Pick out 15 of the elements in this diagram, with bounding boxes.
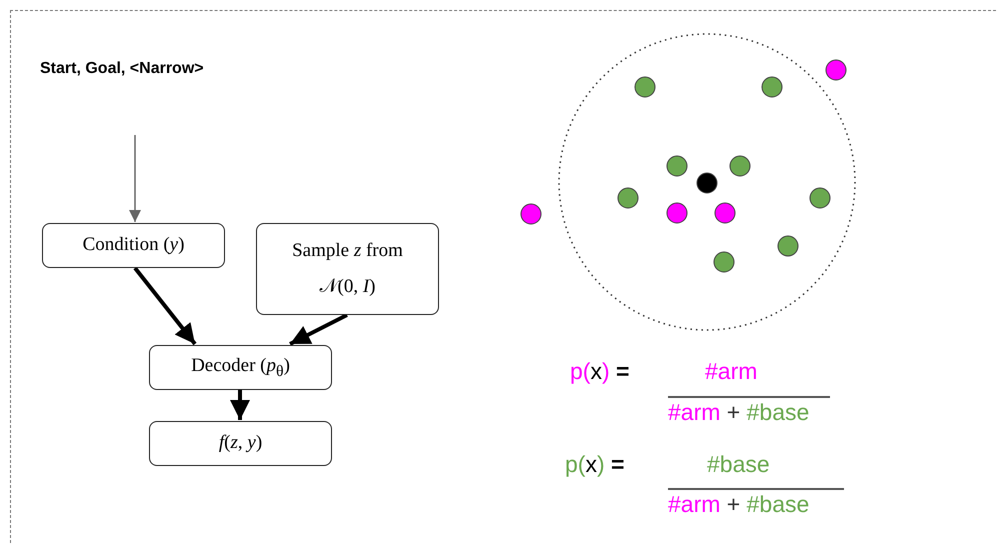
heading-text: Start, Goal, <Narrow> bbox=[40, 60, 204, 78]
formula-text: p(x) = bbox=[570, 358, 630, 385]
arrow bbox=[289, 313, 348, 346]
arrow bbox=[230, 390, 250, 420]
arrow bbox=[133, 266, 197, 346]
formula-text: #base bbox=[707, 451, 770, 478]
formula-text: #arm + #base bbox=[668, 399, 810, 426]
process-box: Sample z from 𝒩(0, I) bbox=[256, 223, 439, 315]
arrow bbox=[129, 135, 141, 222]
process-box: Decoder (p$_{θ}$) bbox=[149, 345, 332, 390]
process-box: f(z, y) bbox=[149, 421, 332, 466]
formula-text: #arm + #base bbox=[668, 491, 810, 518]
process-box: Condition (y) bbox=[42, 223, 225, 268]
formula-text: p(x) = bbox=[565, 451, 624, 478]
formula-text: #arm bbox=[705, 358, 758, 385]
